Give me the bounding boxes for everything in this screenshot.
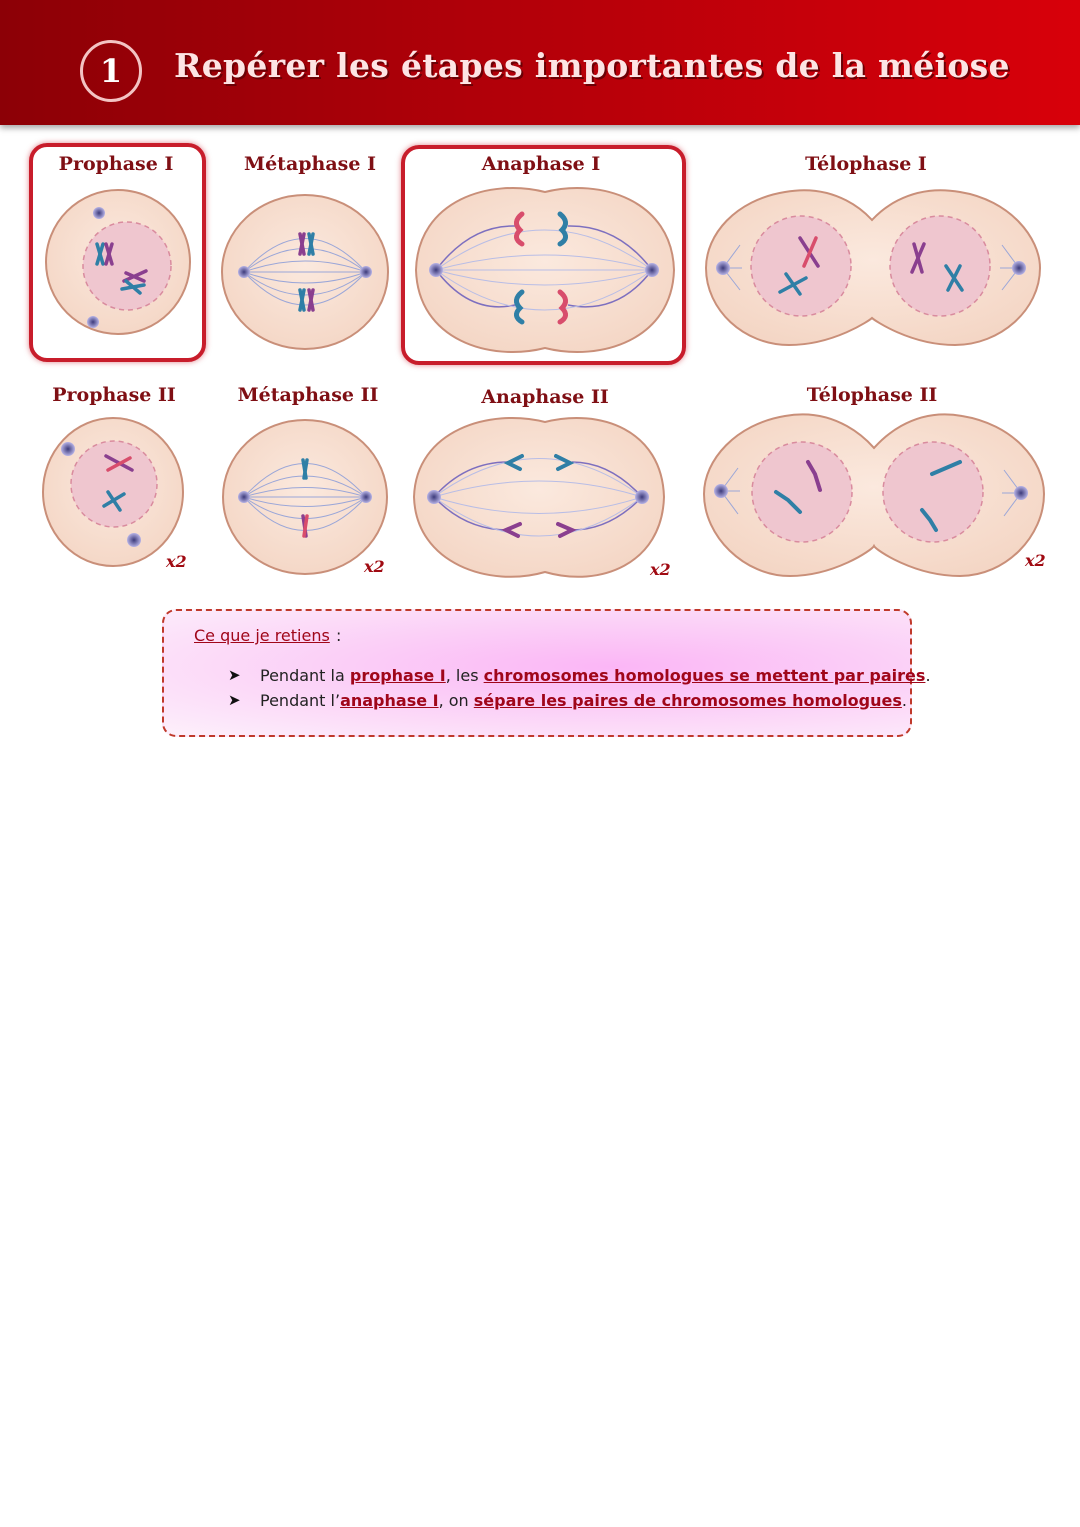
- page-title: Repérer les étapes importantes de la méi…: [174, 46, 1010, 85]
- cell-anaphase-1: [414, 187, 676, 353]
- meiosis-diagrams: [42, 187, 1046, 578]
- multiplier-metaphase-2: x2: [364, 557, 385, 576]
- text: , les: [445, 666, 484, 685]
- highlight-anaphase-1: [401, 145, 686, 365]
- summary-item-prophase: ➤ Pendant la prophase I, les chromosomes…: [228, 666, 931, 685]
- label-anaphase-1: Anaphase I: [481, 153, 601, 175]
- label-telophase-2: Télophase II: [806, 384, 938, 406]
- label-prophase-1: Prophase I: [58, 153, 174, 175]
- summary-title-colon: :: [336, 626, 342, 645]
- text: .: [901, 691, 907, 710]
- label-prophase-2: Prophase II: [52, 384, 176, 406]
- cell-telophase-1: [704, 189, 1042, 347]
- multiplier-telophase-2: x2: [1025, 551, 1046, 570]
- multiplier-anaphase-2: x2: [650, 560, 671, 579]
- text: Pendant l’: [260, 691, 341, 710]
- cell-metaphase-2: [222, 419, 388, 575]
- cell-prophase-2: [42, 417, 184, 567]
- text: Pendant la: [260, 666, 350, 685]
- label-anaphase-2: Anaphase II: [481, 386, 609, 408]
- cell-prophase-1: [45, 189, 191, 335]
- summary-title: Ce que je retiens: [194, 626, 330, 645]
- text: .: [925, 666, 931, 685]
- label-telophase-1: Télophase I: [805, 153, 927, 175]
- highlight-prophase-1: [29, 143, 206, 362]
- multiplier-prophase-2: x2: [166, 552, 187, 571]
- header-banner: 1 Repérer les étapes importantes de la m…: [0, 0, 1080, 125]
- cell-anaphase-2: [412, 416, 666, 578]
- summary-list: ➤ Pendant la prophase I, les chromosomes…: [228, 666, 931, 716]
- label-metaphase-2: Métaphase II: [237, 384, 379, 406]
- summary-box: Ce que je retiens : ➤ Pendant la prophas…: [162, 609, 931, 737]
- label-metaphase-1: Métaphase I: [244, 153, 376, 175]
- keyword-homologous-pairs: chromosomes homologues se mettent par pa…: [483, 666, 926, 685]
- keyword-separation: sépare les paires de chromosomes homolog…: [473, 691, 902, 710]
- section-number: 1: [80, 40, 142, 102]
- cell-telophase-2: [702, 413, 1046, 578]
- keyword-anaphase-1: anaphase I: [340, 691, 439, 710]
- keyword-prophase-1: prophase I: [349, 666, 446, 685]
- cell-metaphase-1: [221, 194, 389, 350]
- text: , on: [438, 691, 474, 710]
- summary-item-anaphase: ➤ Pendant l’anaphase I, on sépare les pa…: [228, 691, 931, 710]
- arrow-bullet-icon: ➤: [228, 666, 241, 684]
- arrow-bullet-icon: ➤: [228, 691, 241, 709]
